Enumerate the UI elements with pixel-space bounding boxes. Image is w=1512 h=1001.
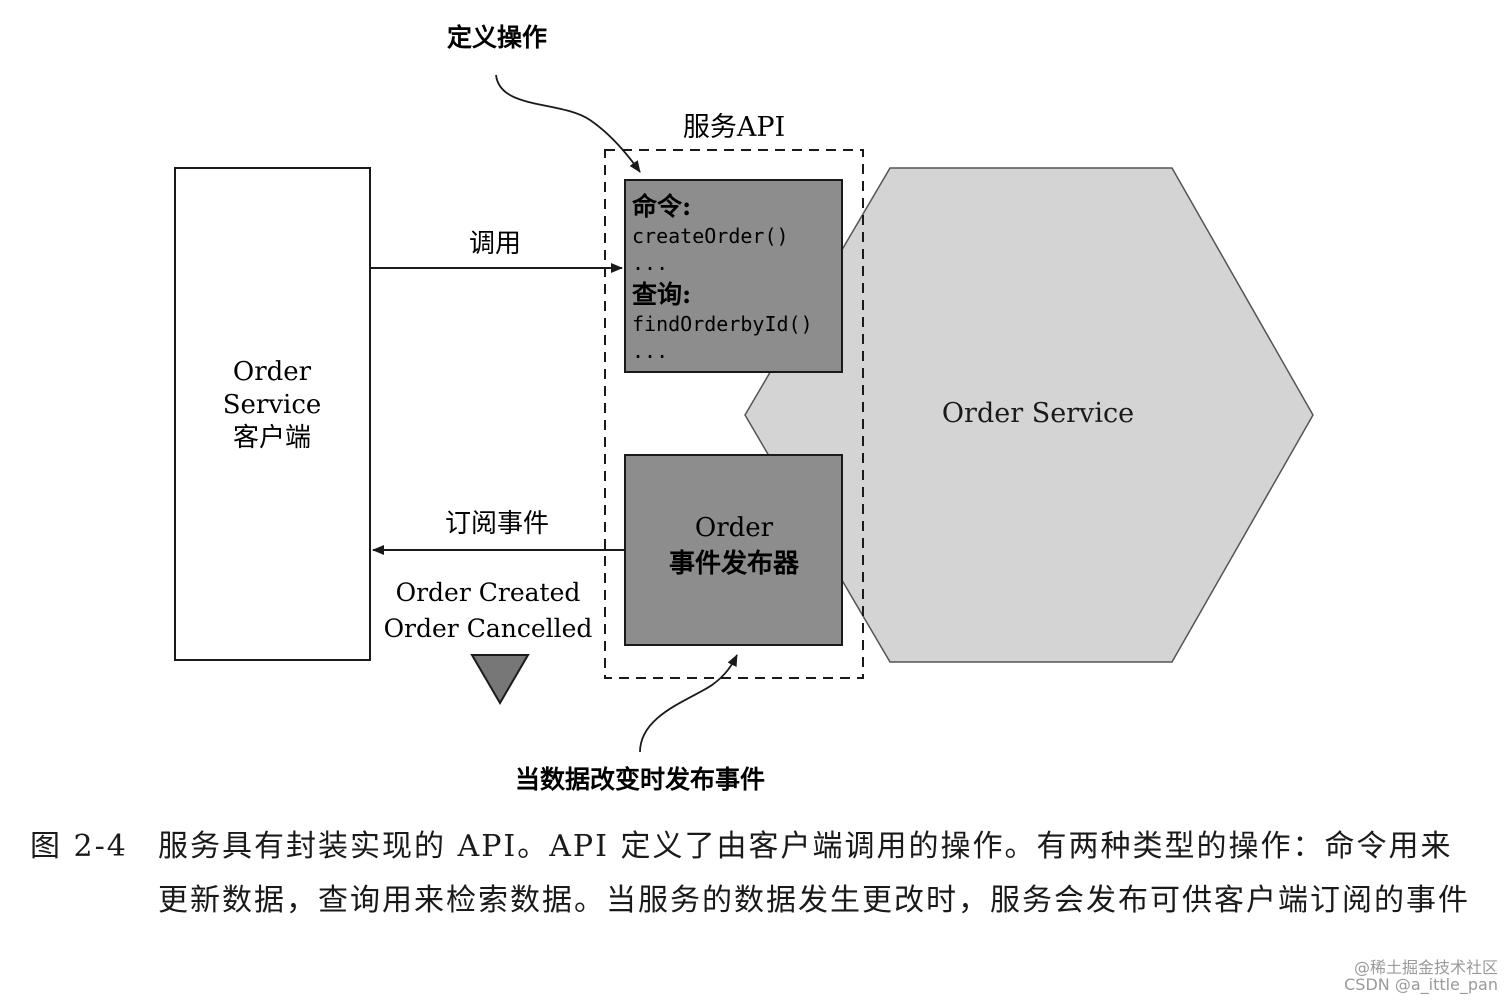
subscribe-events-label: 订阅事件	[445, 509, 549, 539]
figure-number: 图 2-4	[30, 829, 128, 864]
query-find-order: findOrderbyId()	[632, 312, 813, 336]
order-service-client-box	[174, 167, 371, 661]
event-triangle-icon	[470, 654, 530, 705]
service-api-label: 服务API	[683, 112, 785, 143]
publisher-label-line2: 事件发布器	[669, 548, 800, 579]
client-label-line3: 客户端	[233, 423, 311, 453]
publish-on-change-pointer	[639, 654, 738, 753]
client-label-line2: Service	[223, 390, 322, 420]
define-operations-pointer	[495, 74, 641, 173]
service-api-boundary	[604, 149, 864, 679]
queries-ellipsis: ...	[632, 339, 668, 363]
queries-title: 查询:	[632, 280, 691, 309]
commands-ellipsis: ...	[632, 251, 668, 275]
command-create-order: createOrder()	[632, 224, 789, 248]
watermark-line1: @稀土掘金技术社区	[1353, 958, 1498, 977]
figure-caption-text: 服务具有封装实现的 API。API 定义了由客户端调用的操作。有两种类型的操作：…	[158, 829, 1470, 918]
publisher-label-line1: Order	[695, 513, 774, 543]
event-order-created: Order Created	[396, 578, 581, 607]
watermark-line2: CSDN @a_ittle_pan	[1344, 975, 1498, 994]
api-operations-box	[624, 179, 843, 373]
event-publisher-box	[624, 454, 843, 646]
order-service-hexagon	[744, 167, 1314, 663]
invoke-label: 调用	[469, 229, 521, 259]
commands-title: 命令:	[632, 192, 691, 221]
client-label-line1: Order	[233, 357, 312, 387]
order-service-label: Order Service	[942, 398, 1134, 429]
publish-on-change-label: 当数据改变时发布事件	[515, 765, 765, 794]
figure-caption: 图 2-4 服务具有封装实现的 API。API 定义了由客户端调用的操作。有两种…	[30, 820, 1470, 918]
event-order-cancelled: Order Cancelled	[384, 614, 593, 643]
define-operations-label: 定义操作	[447, 23, 547, 52]
